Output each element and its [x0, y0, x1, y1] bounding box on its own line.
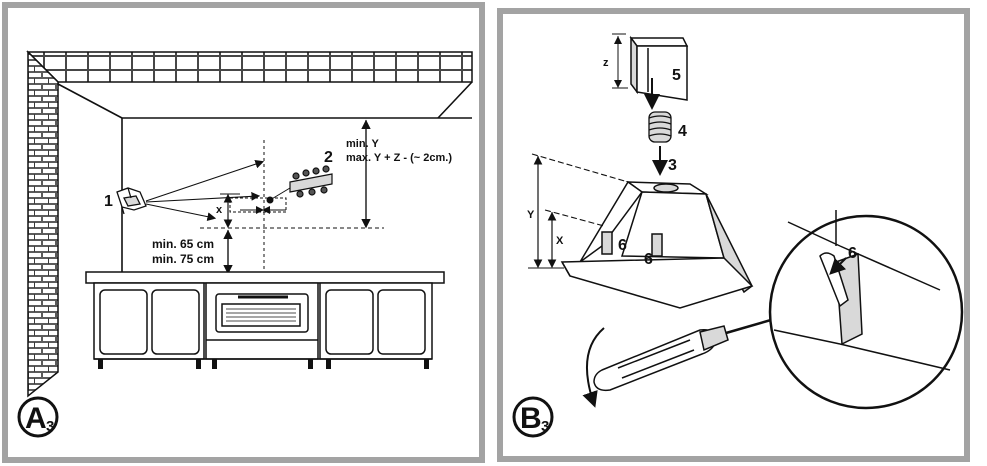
- spring-piece: [648, 111, 672, 143]
- badge-b3: B 3: [512, 396, 554, 438]
- callout-6b: 6: [644, 251, 653, 268]
- panel-a: x min. 65 cm min. 75 cm min. Y max. Y + …: [2, 2, 485, 463]
- x-dimension: [220, 193, 240, 229]
- callout-4: 4: [678, 123, 687, 140]
- chimney-piece: [629, 35, 689, 101]
- x-label-b: X: [556, 235, 564, 247]
- wall-bracket: [289, 165, 333, 198]
- badge-a3: A 3: [17, 396, 59, 438]
- ceiling-bricks: [26, 51, 473, 86]
- svg-text:B: B: [520, 402, 542, 435]
- kitchen-cabinets: [85, 271, 445, 369]
- min-65-label: min. 65 cm: [152, 237, 214, 251]
- callout-6c: 6: [848, 245, 857, 262]
- rotation-arrow: [582, 327, 605, 408]
- yx-dimensions: [528, 153, 629, 269]
- callout-6a: 6: [618, 237, 627, 254]
- svg-text:A: A: [25, 402, 47, 435]
- min-y-label: min. Y: [346, 138, 379, 150]
- callout-1: 1: [104, 193, 113, 210]
- max-y-label: max. Y + Z - (~ 2cm.): [346, 152, 452, 164]
- svg-text:3: 3: [541, 418, 549, 435]
- panel-b: z 5 4 3 6 6: [497, 8, 970, 462]
- hood-body: [560, 180, 754, 309]
- svg-text:3: 3: [46, 418, 54, 435]
- zoom-detail: 6: [768, 210, 964, 410]
- z-dimension: [612, 33, 628, 89]
- x-label: x: [216, 204, 223, 216]
- wall-bricks: [27, 50, 59, 398]
- y-label: Y: [527, 209, 535, 221]
- min-75-label: min. 75 cm: [152, 252, 214, 266]
- sight-lines: [145, 159, 265, 221]
- callout-3: 3: [668, 157, 677, 174]
- callout-2: 2: [324, 149, 333, 166]
- hood-sketch: [116, 187, 147, 215]
- z-label: z: [603, 57, 609, 69]
- callout-5: 5: [672, 67, 681, 84]
